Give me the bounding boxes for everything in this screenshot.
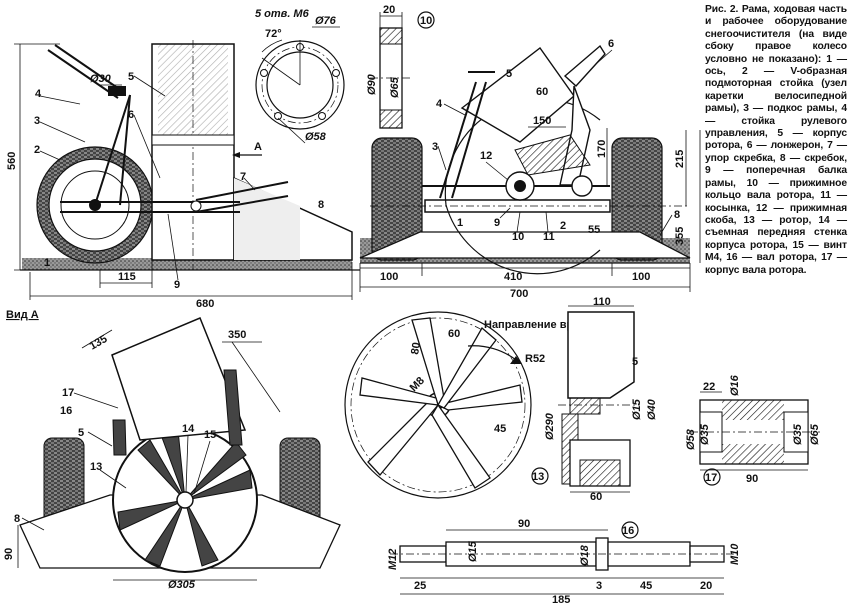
side-part-1: 1: [44, 257, 50, 269]
part-17-number: 17: [705, 472, 717, 484]
side-part-6: 6: [128, 109, 134, 121]
figure-caption: Рис. 2. Рама, ходовая часть и рабочее об…: [705, 4, 847, 277]
front-wheel-left: [371, 137, 423, 261]
front-part-5: 5: [506, 68, 512, 80]
view-a-title: Вид А: [6, 309, 39, 321]
dim-22: 22: [703, 381, 715, 393]
front-part-8: 8: [674, 209, 680, 221]
dim-w20: 20: [383, 4, 395, 16]
dim-355: 355: [674, 227, 686, 245]
shaft-16-drawing: 90 M12 Ø15 Ø18 M10 25 3 45 20 185 16: [387, 518, 741, 605]
housing-side-section: 110 Ø290 Ø15 Ø40 5 60: [544, 296, 658, 503]
side-part-5: 5: [128, 71, 134, 83]
front-part-6: 6: [608, 38, 614, 50]
dim-m10: M10: [729, 543, 741, 565]
dim-215: 215: [674, 150, 686, 168]
dim-r52: R52: [525, 353, 545, 365]
dim-phi18: Ø18: [579, 544, 591, 566]
side-part-3: 3: [34, 115, 40, 127]
caption-title: Рис. 2.: [705, 4, 739, 15]
dim-680: 680: [196, 298, 214, 310]
dim-phi35b-17: Ø35: [792, 423, 804, 445]
dim-72deg: 72°: [265, 28, 282, 40]
side-view: 560 Ø30: [6, 40, 360, 310]
dim-phi15-shaft: Ø15: [467, 540, 479, 562]
view-a-part-17: 15: [204, 429, 216, 441]
dim-phi65: Ø65: [389, 76, 401, 98]
view-a-part-5: 5: [78, 427, 84, 439]
dim-80-rotor: 80: [409, 341, 423, 355]
dim-700: 700: [510, 288, 528, 300]
front-part-4: 4: [436, 98, 443, 110]
dim-60-rotor: 60: [448, 328, 460, 340]
dim-60-housing: 60: [590, 491, 602, 503]
dim-90-shaft: 90: [518, 518, 530, 530]
dim-holes-m6: 5 отв. M6: [255, 8, 310, 20]
dim-phi40: Ø40: [646, 398, 658, 420]
front-part-11: 11: [543, 231, 555, 243]
dim-phi58-17: Ø58: [685, 428, 697, 450]
front-view: 5 6 4 3 12 1 9 10 11 2 8 60 150 170 55 2…: [359, 38, 701, 300]
dim-phi90: Ø90: [366, 73, 378, 95]
side-part-2: 2: [34, 144, 40, 156]
dim-phi305: Ø305: [168, 579, 196, 591]
dim-phi76: Ø76: [315, 15, 337, 27]
dim-phi30: Ø30: [90, 73, 112, 85]
front-part-9: 9: [494, 217, 500, 229]
side-part-8: 8: [318, 199, 324, 211]
view-a-part-15: 17: [62, 387, 74, 399]
dim-3: 3: [596, 580, 602, 592]
caption-text: Рама, ходовая часть и рабочее оборудован…: [705, 4, 847, 276]
ring-number: 10: [420, 15, 432, 27]
view-a-part-8: 8: [14, 513, 20, 525]
side-part-4: 4: [35, 88, 42, 100]
dim-phi35-17: Ø35: [699, 423, 711, 445]
dim-560: 560: [6, 152, 18, 170]
view-a-part-13: 13: [90, 461, 102, 473]
shaft-number: 16: [622, 525, 634, 537]
dim-20-shaft: 20: [700, 580, 712, 592]
dim-45-rotor: 45: [494, 423, 506, 435]
dim-410: 410: [504, 271, 522, 283]
dim-170: 170: [596, 140, 608, 158]
front-part-1: 1: [457, 217, 463, 229]
front-part-3: 3: [432, 141, 438, 153]
dim-phi58: Ø58: [305, 131, 327, 143]
section-a-marker: A: [254, 141, 262, 153]
dim-90-17: 90: [746, 473, 758, 485]
dim-60-front: 60: [536, 86, 548, 98]
dim-5-housing: 5: [632, 356, 638, 368]
dim-55: 55: [588, 224, 600, 236]
front-part-2: 2: [560, 220, 566, 232]
dim-100-left: 100: [380, 271, 398, 283]
side-part-9: 9: [174, 279, 180, 291]
dim-25: 25: [414, 580, 426, 592]
dim-90-view-a: 90: [3, 548, 15, 560]
dim-phi15-housing: Ø15: [631, 398, 643, 420]
dim-350: 350: [228, 329, 246, 341]
dim-110: 110: [593, 296, 611, 308]
dim-150: 150: [533, 115, 551, 127]
dim-m12: M12: [387, 549, 399, 570]
side-part-7: 7: [240, 171, 246, 183]
dim-100-right: 100: [632, 271, 650, 283]
view-a: Вид А 135 350 17 16 5 13 8: [3, 309, 341, 591]
dim-185: 185: [552, 594, 570, 605]
dim-phi290: Ø290: [544, 412, 556, 440]
dim-115: 115: [118, 271, 136, 283]
front-part-10: 10: [512, 231, 524, 243]
front-wheel-right: [611, 137, 663, 261]
view-a-part-14: 16: [60, 405, 72, 417]
part-17-drawing: 22 Ø16 Ø58 Ø35 Ø35 Ø65 90 17: [685, 374, 821, 486]
view-a-part-16: 14: [182, 423, 195, 435]
dim-45-shaft: 45: [640, 580, 652, 592]
dim-phi65-17: Ø65: [809, 423, 821, 445]
dim-phi16: Ø16: [729, 374, 741, 396]
front-part-12: 12: [480, 150, 492, 162]
ring-10-drawing: 5 отв. M6 72° Ø76 Ø58 20 Ø90 Ø65 10: [255, 4, 435, 144]
rotor-number: 13: [532, 471, 544, 483]
